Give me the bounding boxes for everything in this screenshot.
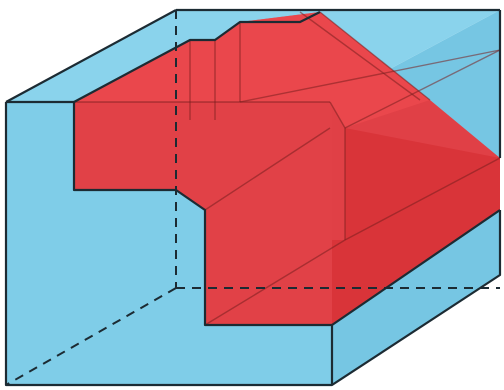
cube-diagram (0, 0, 504, 390)
